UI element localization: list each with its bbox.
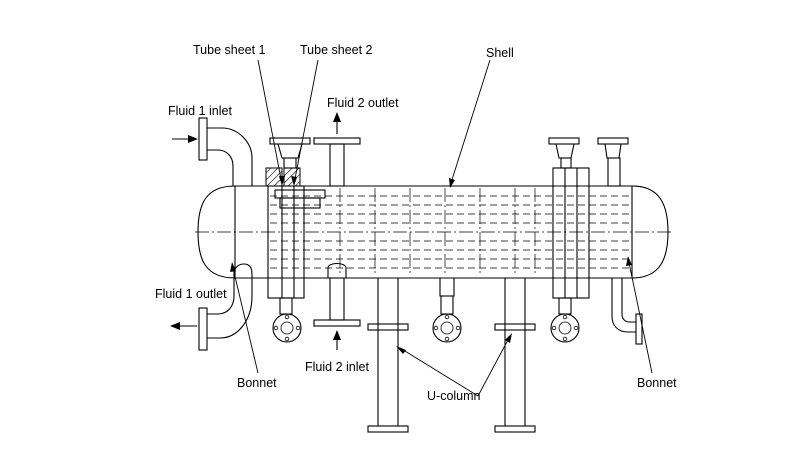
- label-bonnet-left: Bonnet: [237, 376, 277, 390]
- leader-lines: [230, 59, 653, 397]
- label-tube-sheet-1: Tube sheet 1: [193, 43, 266, 57]
- left-bottom-flange: [272, 297, 302, 343]
- flow-arrow-fluid-2-inlet: [333, 330, 341, 350]
- label-tube-sheet-2: Tube sheet 2: [300, 43, 373, 57]
- fluid-1-outlet-pipe: [198, 263, 253, 351]
- right-top-nozzles: [548, 137, 629, 187]
- fluid-2-outlet-nozzle: [313, 137, 361, 187]
- right-bonnet-elbow: [611, 278, 643, 345]
- label-fluid-2-inlet: Fluid 2 inlet: [305, 360, 369, 374]
- label-u-column: U-column: [427, 389, 481, 403]
- label-shell: Shell: [486, 46, 514, 60]
- tube-bundle: [270, 195, 630, 269]
- middle-bottom-flange: [432, 278, 462, 343]
- label-fluid-1-inlet: Fluid 1 inlet: [168, 104, 232, 118]
- shell-body: [195, 185, 672, 279]
- right-bottom-flange: [550, 297, 580, 343]
- tube-sheet-left-block: [267, 185, 305, 299]
- u-column-right: [494, 278, 536, 433]
- flow-arrow-fluid-1-inlet: [172, 135, 198, 143]
- flow-arrow-fluid-2-outlet: [333, 112, 341, 134]
- label-fluid-2-outlet: Fluid 2 outlet: [327, 96, 399, 110]
- label-bonnet-right: Bonnet: [637, 376, 677, 390]
- fluid-2-inlet-nozzle: [313, 262, 361, 327]
- u-column-left: [367, 278, 409, 433]
- label-fluid-1-outlet: Fluid 1 outlet: [155, 287, 227, 301]
- fluid-1-inlet-pipe: [198, 117, 253, 186]
- flow-arrow-fluid-1-outlet: [170, 322, 197, 330]
- baffles: [339, 188, 536, 276]
